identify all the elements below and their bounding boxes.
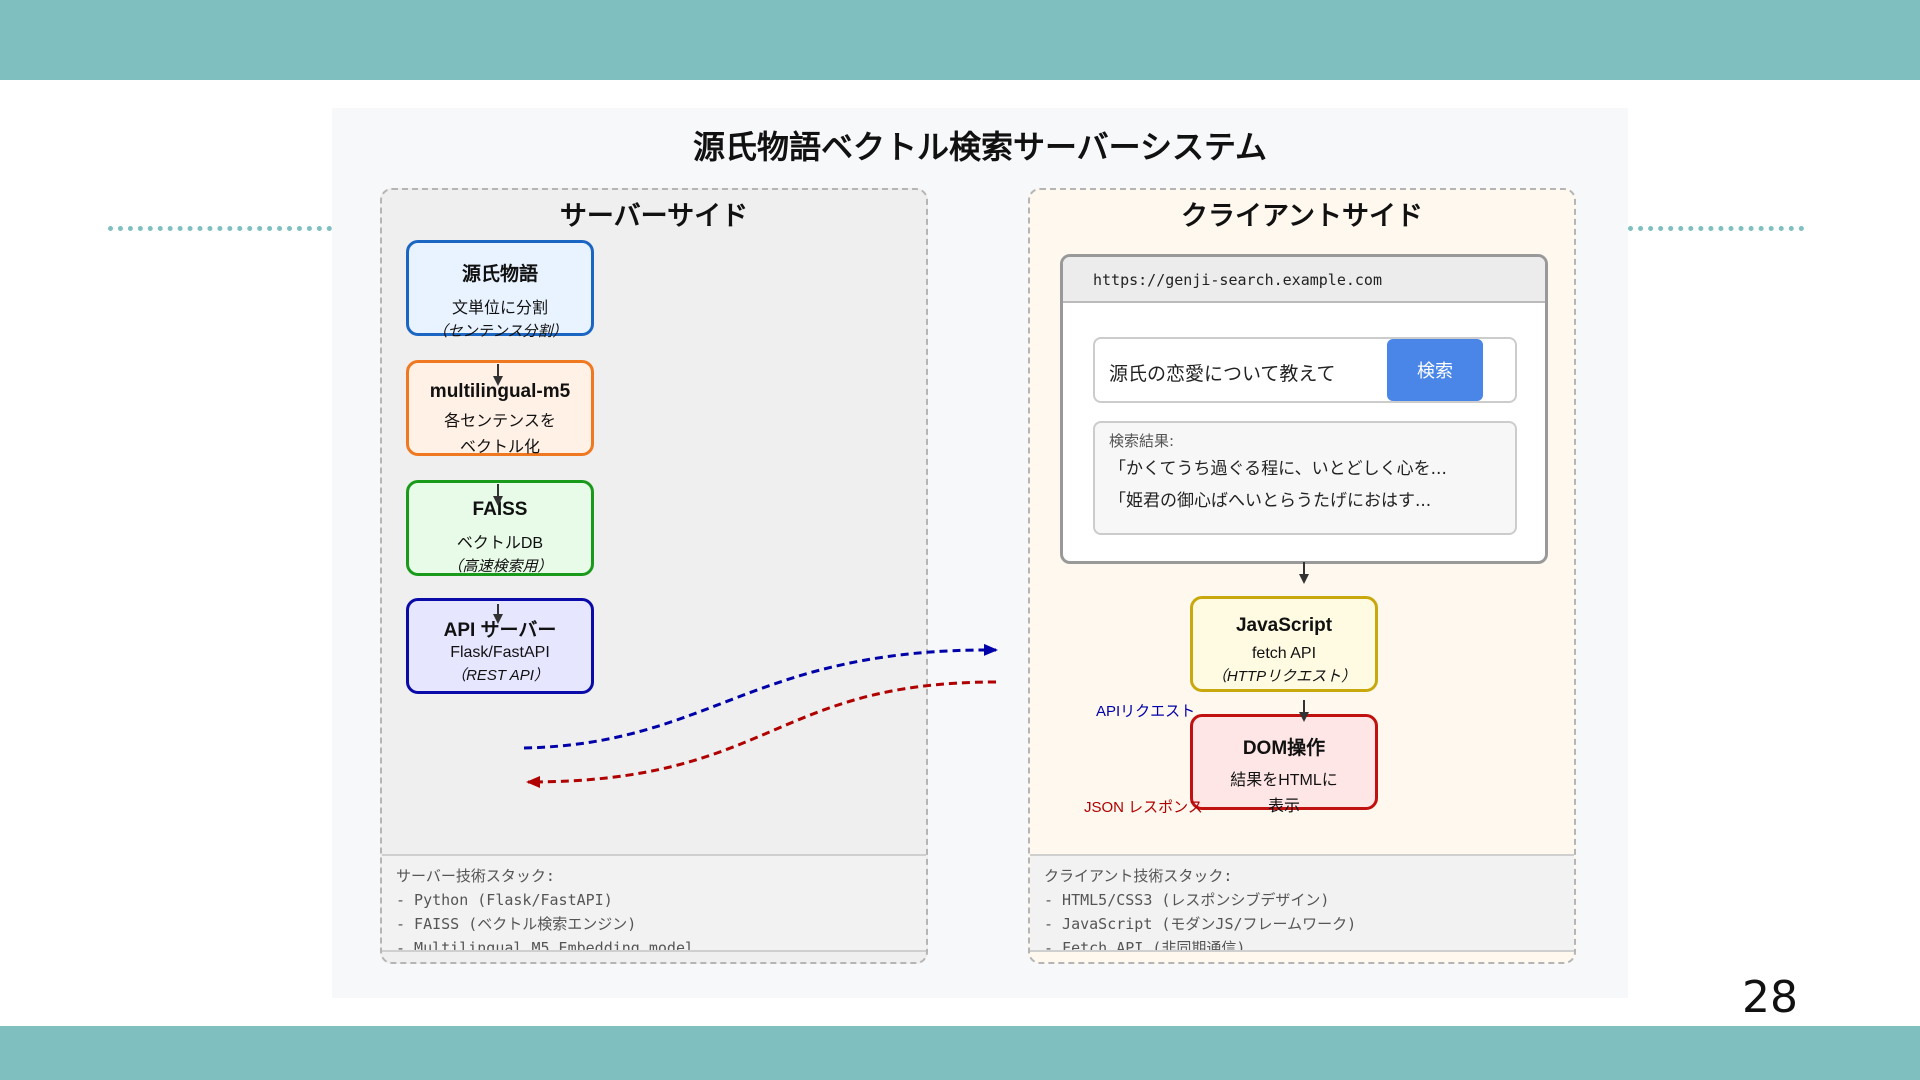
- api-server-node-text: Flask/FastAPI: [450, 644, 550, 661]
- result-item[interactable]: 「姫君の御心ばへいとらうたげにおはす...: [1109, 491, 1432, 511]
- api-server-node-note: （REST API）: [451, 667, 549, 684]
- genji-node-text: 文単位に分割: [451, 300, 548, 317]
- right-dotted-line: [1628, 226, 1804, 231]
- search-box[interactable]: 源氏の恋愛について教えて 検索: [1093, 337, 1517, 403]
- api-request-label: APIリクエスト: [1096, 703, 1196, 720]
- diagram-panel: 源氏物語ベクトル検索サーバーシステム サーバーサイド 源氏物語 文単位に分割 （…: [332, 108, 1628, 998]
- javascript-node: JavaScript fetch API （HTTPリクエスト）: [1190, 596, 1378, 692]
- server-stack-line: - Python (Flask/FastAPI): [396, 891, 613, 909]
- url-bar[interactable]: https://genji-search.example.com: [1063, 257, 1545, 303]
- javascript-node-title: JavaScript: [1235, 615, 1333, 636]
- json-response-edge: [526, 680, 997, 788]
- left-dotted-line: [108, 226, 332, 231]
- m5-node-title: multilingual-m5: [429, 381, 571, 402]
- results-label: 検索結果:: [1109, 432, 1175, 450]
- server-stack-line: - FAISS (ベクトル検索エンジン): [396, 915, 637, 933]
- dom-node-text-2: 表示: [1267, 798, 1300, 815]
- api-request-edge: [523, 643, 998, 750]
- server-stack-line: - Multilingual M5 Embedding model: [396, 939, 695, 952]
- server-side-group: サーバーサイド 源氏物語 文単位に分割 （センテンス分割） multilingu…: [380, 188, 928, 964]
- result-item[interactable]: 「かくてうち過ぐる程に、いとどしく心を...: [1109, 459, 1447, 479]
- server-stack-line: サーバー技術スタック:: [396, 867, 555, 885]
- javascript-node-note: （HTTPリクエスト）: [1211, 668, 1357, 685]
- javascript-node-text: fetch API: [1251, 645, 1317, 662]
- client-stack-line: - Fetch API (非同期通信): [1044, 939, 1246, 952]
- server-tech-stack: サーバー技術スタック: - Python (Flask/FastAPI) - F…: [382, 854, 926, 952]
- client-stack-line: - JavaScript (モダンJS/フレームワーク): [1044, 915, 1357, 933]
- browser-mockup: https://genji-search.example.com 源氏の恋愛につ…: [1060, 254, 1548, 564]
- client-side-title: クライアントサイド: [1181, 201, 1423, 232]
- m5-node-text-2: ベクトル化: [459, 439, 540, 456]
- dom-node-text: 結果をHTMLに: [1230, 772, 1338, 789]
- connector-layer: [493, 364, 1309, 788]
- client-tech-stack: クライアント技術スタック: - HTML5/CSS3 (レスポンシブデザイン) …: [1030, 854, 1574, 952]
- client-stack-line: クライアント技術スタック:: [1044, 867, 1233, 885]
- server-side-title: サーバーサイド: [559, 201, 749, 232]
- genji-node: 源氏物語 文単位に分割 （センテンス分割）: [406, 240, 594, 340]
- genji-node-title: 源氏物語: [461, 264, 538, 285]
- client-side-group: クライアントサイド https://genji-search.example.c…: [1028, 188, 1576, 964]
- faiss-node-note: （高速検索用）: [447, 558, 553, 575]
- faiss-node-text: ベクトルDB: [456, 535, 544, 552]
- m5-node: multilingual-m5 各センテンスを ベクトル化: [406, 360, 594, 456]
- diagram-title: 源氏物語ベクトル検索サーバーシステム: [692, 128, 1268, 166]
- json-response-label: JSON レスポンス: [1084, 799, 1203, 816]
- top-band: [0, 0, 1920, 80]
- api-server-node-title: API サーバー: [443, 620, 557, 641]
- faiss-node-title: FAISS: [472, 499, 528, 520]
- client-stack-line: - HTML5/CSS3 (レスポンシブデザイン): [1044, 891, 1330, 909]
- genji-node-note: （センテンス分割）: [432, 323, 568, 340]
- bottom-band: [0, 1026, 1920, 1080]
- search-button[interactable]: 検索: [1387, 339, 1483, 401]
- dom-node-title: DOM操作: [1242, 738, 1326, 759]
- search-input[interactable]: 源氏の恋愛について教えて: [1109, 363, 1336, 385]
- dom-node: DOM操作 結果をHTMLに 表示: [1190, 714, 1378, 815]
- m5-node-text: 各センテンスを: [444, 413, 556, 430]
- search-results: 検索結果: 「かくてうち過ぐる程に、いとどしく心を... 「姫君の御心ばへいとら…: [1093, 421, 1517, 535]
- page-number: 28: [1742, 972, 1798, 1023]
